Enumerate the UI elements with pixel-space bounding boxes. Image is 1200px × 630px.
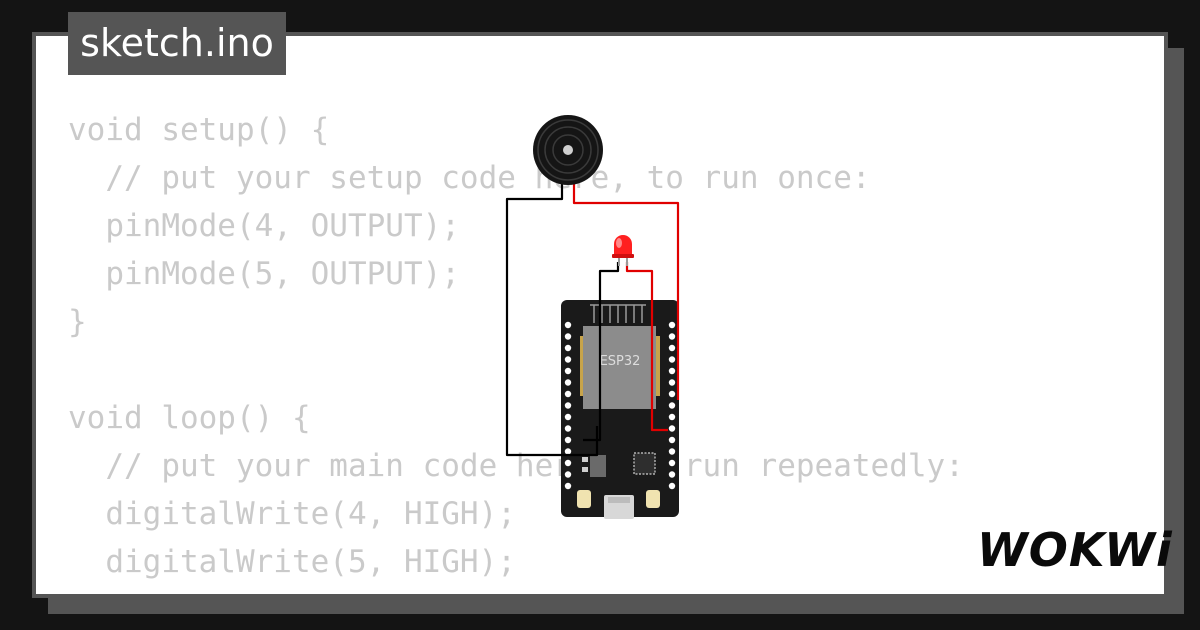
wires bbox=[505, 183, 680, 457]
pin-hole bbox=[564, 436, 572, 444]
code-line: pinMode(5, OUTPUT); bbox=[68, 256, 460, 292]
pin-hole bbox=[668, 379, 676, 386]
pin-hole bbox=[668, 333, 676, 340]
pin-hole bbox=[564, 471, 572, 478]
pin-hole bbox=[668, 402, 676, 409]
code-preview: void setup() { // put your setup code he… bbox=[68, 106, 964, 594]
code-line: } bbox=[68, 304, 87, 340]
pin-hole bbox=[564, 402, 572, 409]
pin-hole bbox=[668, 459, 676, 467]
pin-hole bbox=[668, 425, 676, 432]
pin-hole bbox=[564, 379, 572, 386]
esp32-board-icon[interactable]: ESP32 bbox=[561, 300, 679, 519]
pin-hole bbox=[668, 482, 676, 490]
wokwi-logo: WOKWi bbox=[977, 523, 1173, 577]
wire-black-buzzer bbox=[505, 183, 599, 457]
pin-hole bbox=[564, 413, 572, 421]
file-tab[interactable]: sketch.ino bbox=[68, 12, 286, 75]
pin-hole bbox=[668, 367, 676, 375]
code-line: delay(1000); bbox=[68, 586, 964, 594]
code-line: pinMode(4, OUTPUT); bbox=[68, 208, 460, 244]
pin-hole bbox=[564, 344, 572, 352]
code-line: digitalWrite(5, HIGH); bbox=[68, 544, 516, 580]
pin-hole bbox=[668, 436, 676, 444]
code-line: void loop() { bbox=[68, 400, 311, 436]
pin-hole bbox=[564, 425, 572, 432]
wire-black-led bbox=[583, 262, 620, 442]
pin-hole bbox=[668, 448, 676, 455]
pin-hole bbox=[668, 390, 676, 398]
code-line: digitalWrite(4, HIGH); bbox=[68, 496, 516, 532]
led-icon[interactable] bbox=[612, 235, 634, 266]
pin-hole bbox=[668, 356, 676, 363]
code-line: void setup() { bbox=[68, 112, 330, 148]
buzzer-icon[interactable] bbox=[533, 115, 603, 185]
pin-hole bbox=[564, 390, 572, 398]
board-label: ESP32 bbox=[600, 354, 641, 369]
pin-hole bbox=[668, 344, 676, 352]
wire-red-led bbox=[625, 262, 668, 432]
pin-hole bbox=[564, 482, 572, 490]
pin-hole bbox=[564, 459, 572, 467]
wire-red-buzzer bbox=[572, 183, 680, 400]
pin-hole bbox=[564, 448, 572, 455]
pin-hole bbox=[564, 321, 572, 329]
pin-hole bbox=[668, 413, 676, 421]
pin-hole bbox=[564, 367, 572, 375]
pin-hole bbox=[668, 471, 676, 478]
pin-hole bbox=[564, 356, 572, 363]
pin-hole bbox=[668, 321, 676, 329]
pin-hole bbox=[564, 333, 572, 340]
